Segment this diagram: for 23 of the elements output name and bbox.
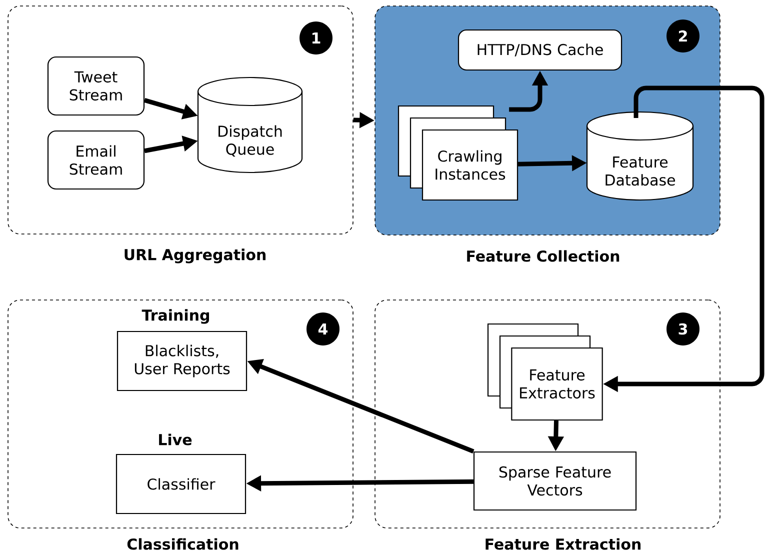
stacked-boxes: Crawling Instances bbox=[398, 105, 518, 201]
process-box: Email Stream bbox=[47, 130, 145, 190]
panel-heading: URL Aggregation bbox=[124, 248, 266, 264]
number-badge: 3 bbox=[666, 312, 700, 346]
database-cylinder: Feature Database bbox=[586, 111, 694, 201]
panel-heading: Feature Extraction bbox=[486, 538, 640, 550]
process-box: Training Blacklists, User Reports bbox=[116, 309, 248, 392]
dashed-panel bbox=[8, 300, 354, 550]
panel-heading: Classification bbox=[127, 538, 238, 550]
dashed-panel bbox=[374, 300, 720, 550]
process-box: Tweet Stream bbox=[47, 56, 145, 116]
box-heading: Training bbox=[142, 309, 209, 324]
box-heading: Live bbox=[159, 434, 192, 446]
database-cylinder: Dispatch Queue bbox=[197, 76, 303, 174]
number-badge: 2 bbox=[666, 20, 700, 52]
number-badge: 1 bbox=[300, 22, 332, 54]
process-box: Sparse Feature Vectors bbox=[473, 451, 637, 511]
dashed-panel bbox=[8, 6, 354, 264]
process-box: Live Classifier bbox=[116, 434, 246, 514]
stacked-boxes: Feature Extractors bbox=[487, 323, 603, 421]
panel-heading: Feature Collection bbox=[467, 250, 620, 262]
process-box: HTTP/DNS Cache bbox=[458, 29, 622, 71]
number-badge: 4 bbox=[306, 312, 340, 346]
